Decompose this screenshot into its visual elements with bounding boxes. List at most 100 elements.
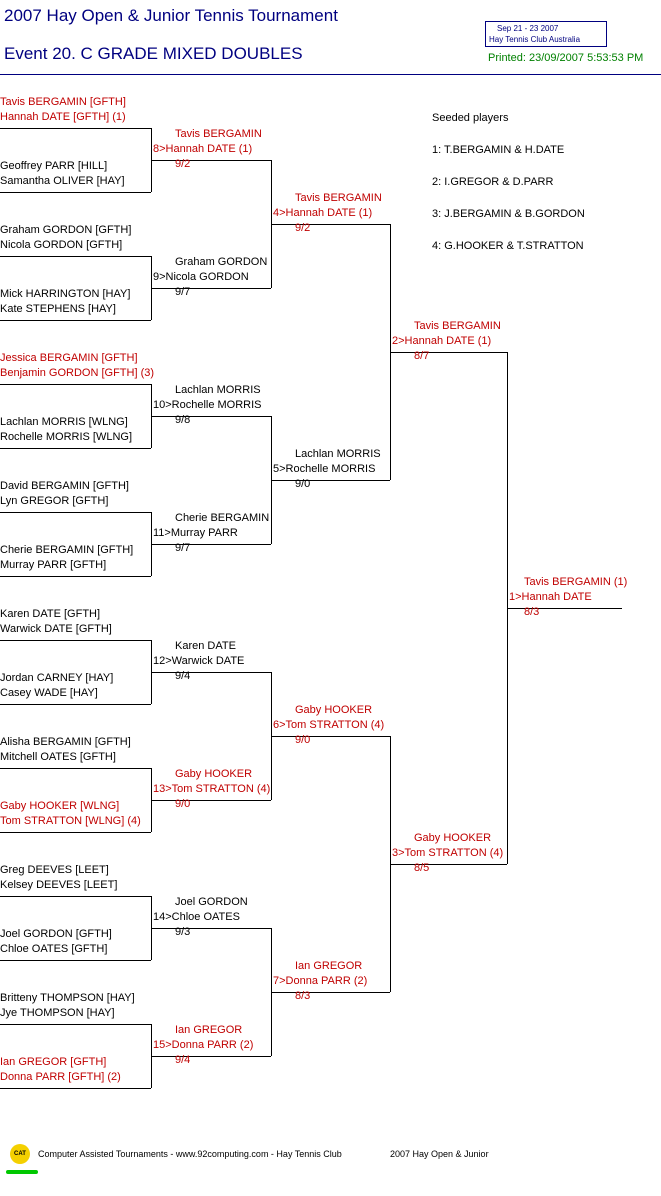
round3-winner-1: Gaby HOOKER <box>295 704 373 716</box>
bracket-line <box>0 896 151 897</box>
bracket-line <box>0 512 151 513</box>
round3-winner-2: 7>Donna PARR (2) <box>273 975 368 987</box>
bracket-line <box>271 224 390 225</box>
round2-winner-1: Joel GORDON <box>175 896 248 908</box>
bracket-line <box>0 192 151 193</box>
round3-score: 8/3 <box>295 990 311 1002</box>
round2-winner-2: 10>Rochelle MORRIS <box>153 399 262 411</box>
tournament-title: 2007 Hay Open & Junior Tennis Tournament <box>4 6 338 25</box>
cat-logo: CAT <box>10 1144 30 1164</box>
bracket-line <box>0 640 151 641</box>
bracket-line <box>0 832 151 833</box>
round2-winner-1: Karen DATE <box>175 640 236 652</box>
round3-winner-1: Tavis BERGAMIN <box>295 192 382 204</box>
bracket-line <box>0 320 151 321</box>
round3-score: 9/0 <box>295 478 311 490</box>
round3-winner-2: 4>Hannah DATE (1) <box>273 207 373 219</box>
bracket-line <box>0 704 151 705</box>
printed-timestamp: Printed: 23/09/2007 5:53:53 PM <box>488 52 644 64</box>
round2-score: 9/3 <box>175 926 191 938</box>
bracket-line <box>0 768 151 769</box>
seeded-title: Seeded players <box>432 112 509 124</box>
bracket-line <box>0 128 151 129</box>
round2-winner-1: Ian GREGOR <box>175 1024 243 1036</box>
bracket-line <box>151 544 271 545</box>
round3-score: 9/0 <box>295 734 311 746</box>
entry-player-1: Joel GORDON [GFTH] <box>0 928 112 940</box>
round3-winner-1: Ian GREGOR <box>295 960 363 972</box>
entry-player-2: Casey WADE [HAY] <box>0 687 98 699</box>
entry-player-1: Alisha BERGAMIN [GFTH] <box>0 736 131 748</box>
venue-label: Hay Tennis Club Australia <box>489 35 581 44</box>
round2-winner-1: Lachlan MORRIS <box>175 384 261 396</box>
bracket-line <box>0 960 151 961</box>
entry-player-1: Mick HARRINGTON [HAY] <box>0 288 131 300</box>
round3-winner-1: Lachlan MORRIS <box>295 448 381 460</box>
round2-winner-1: Cherie BERGAMIN <box>175 512 270 524</box>
seed-item: 1: T.BERGAMIN & H.DATE <box>432 144 565 156</box>
round4-score: 8/5 <box>414 862 430 874</box>
entry-player-2: Donna PARR [GFTH] (2) <box>0 1071 121 1083</box>
champion-player-2: 1>Hannah DATE <box>509 591 592 603</box>
bracket-line <box>0 1088 151 1089</box>
entry-player-2: Kelsey DEEVES [LEET] <box>0 879 118 891</box>
entry-player-2: Mitchell OATES [GFTH] <box>0 751 116 763</box>
seed-item: 4: G.HOOKER & T.STRATTON <box>432 240 584 252</box>
entry-player-2: Rochelle MORRIS [WLNG] <box>0 431 133 443</box>
entry-player-1: Karen DATE [GFTH] <box>0 608 101 620</box>
round2-winner-1: Tavis BERGAMIN <box>175 128 262 140</box>
round3-winner-2: 6>Tom STRATTON (4) <box>273 719 385 731</box>
round2-score: 9/4 <box>175 1054 191 1066</box>
header-divider <box>0 74 661 75</box>
round4-winner-2: 2>Hannah DATE (1) <box>392 335 492 347</box>
entry-player-2: Murray PARR [GFTH] <box>0 559 107 571</box>
entry-player-2: Lyn GREGOR [GFTH] <box>0 495 109 507</box>
entry-player-1: David BERGAMIN [GFTH] <box>0 480 129 492</box>
bracket-line <box>151 288 271 289</box>
entry-player-2: Nicola GORDON [GFTH] <box>0 239 123 251</box>
footer-event: 2007 Hay Open & Junior <box>390 1149 489 1159</box>
round2-score: 9/4 <box>175 670 191 682</box>
bracket-line <box>271 736 390 737</box>
round4-winner-2: 3>Tom STRATTON (4) <box>392 847 504 859</box>
round2-winner-1: Graham GORDON <box>175 256 268 268</box>
seed-item: 3: J.BERGAMIN & B.GORDON <box>432 208 585 220</box>
round2-score: 9/0 <box>175 798 191 810</box>
round2-winner-2: 12>Warwick DATE <box>153 655 245 667</box>
entry-player-2: Jye THOMPSON [HAY] <box>0 1007 115 1019</box>
bracket-line <box>151 928 271 929</box>
bracket-line <box>390 352 507 353</box>
round2-score: 9/8 <box>175 414 191 426</box>
entry-player-1: Lachlan MORRIS [WLNG] <box>0 416 128 428</box>
round2-winner-2: 8>Hannah DATE (1) <box>153 143 253 155</box>
round2-winner-2: 13>Tom STRATTON (4) <box>153 783 271 795</box>
round2-score: 9/7 <box>175 286 191 298</box>
round3-winner-2: 5>Rochelle MORRIS <box>273 463 376 475</box>
entry-player-1: Graham GORDON [GFTH] <box>0 224 132 236</box>
bracket-line <box>271 992 390 993</box>
bracket-line <box>0 448 151 449</box>
round3-score: 9/2 <box>295 222 311 234</box>
bracket-line <box>507 608 622 609</box>
bracket-line <box>0 576 151 577</box>
bracket-line <box>0 256 151 257</box>
bracket-line <box>151 416 271 417</box>
seed-item: 2: I.GREGOR & D.PARR <box>432 176 554 188</box>
info-box: Sep 21 - 23 2007 Hay Tennis Club Austral… <box>485 21 607 47</box>
round2-winner-2: 14>Chloe OATES <box>153 911 240 923</box>
entry-player-2: Kate STEPHENS [HAY] <box>0 303 116 315</box>
bracket-line <box>390 864 507 865</box>
round2-winner-2: 15>Donna PARR (2) <box>153 1039 254 1051</box>
final-score: 8/3 <box>524 606 540 618</box>
entry-player-2: Benjamin GORDON [GFTH] (3) <box>0 367 155 379</box>
entry-player-1: Jordan CARNEY [HAY] <box>0 672 114 684</box>
bracket-line <box>0 1024 151 1025</box>
round2-score: 9/2 <box>175 158 191 170</box>
footer-text: Computer Assisted Tournaments - www.92co… <box>38 1149 342 1159</box>
dates-label: Sep 21 - 23 2007 <box>497 24 559 33</box>
bracket-line <box>151 1056 271 1057</box>
logo-underline <box>6 1170 38 1174</box>
entry-player-1: Britteny THOMPSON [HAY] <box>0 992 135 1004</box>
entry-player-1: Greg DEEVES [LEET] <box>0 864 109 876</box>
entry-player-1: Jessica BERGAMIN [GFTH] <box>0 352 138 364</box>
